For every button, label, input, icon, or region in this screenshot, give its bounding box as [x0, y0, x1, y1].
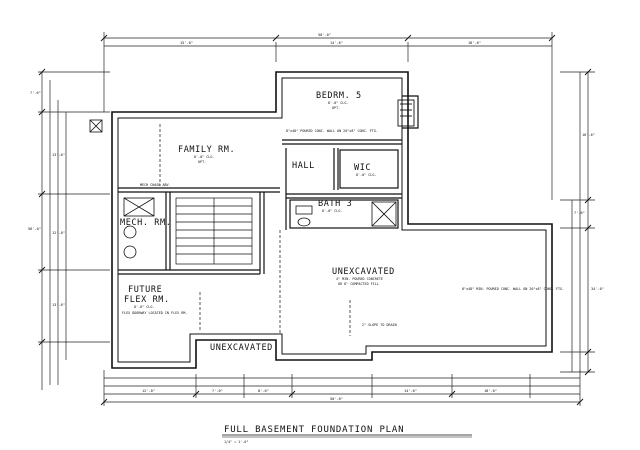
room-bedroom-5-ceiling: 8'-0" CLG. — [328, 101, 348, 105]
mechanical-equipment — [89, 119, 155, 259]
dim-bottom-e: 18'-0" — [484, 389, 497, 393]
dim-right-total: 34'-0" — [591, 287, 604, 291]
dimension-ticks — [38, 34, 592, 406]
room-bath-3: BATH 3 — [318, 199, 352, 209]
room-labels: BEDRM. 5 8'-0" CLG. OPT. FAMILY RM. 8'-0… — [120, 91, 564, 353]
drawing-title: FULL BASEMENT FOUNDATION PLAN — [224, 425, 404, 435]
dim-left-a: 7'-6" — [30, 91, 41, 95]
room-family-opt: OPT. — [198, 160, 206, 164]
dim-top-total: 50'-0" — [318, 33, 331, 37]
room-wic: WIC — [354, 163, 371, 173]
room-bedroom-5-opt: OPT. — [332, 106, 340, 110]
dim-bottom-a: 12'-0" — [142, 389, 155, 393]
dim-left-b: 13'-6" — [52, 153, 65, 157]
unexcavated-note-2: OR 6" COMPACTED FILL — [338, 282, 379, 286]
interior-walls — [118, 139, 402, 275]
wall-note: 8"x48" POURED CONC. WALL ON 20"x8" CONC.… — [286, 129, 378, 133]
slope-note: 2" SLOPE TO DRAIN — [362, 323, 397, 327]
room-hall: HALL — [292, 161, 315, 171]
dim-bottom-b: 7'-0" — [212, 389, 223, 393]
stair — [175, 197, 253, 265]
dim-right-b: 7'-6" — [574, 211, 585, 215]
room-bath-3-ceiling: 8'-0" CLG. — [322, 209, 342, 213]
window-well — [397, 99, 415, 127]
dim-left-total: 56'-0" — [28, 227, 41, 231]
room-bedroom-5: BEDRM. 5 — [316, 91, 362, 101]
dim-bottom-d: 14'-6" — [404, 389, 417, 393]
room-future: FUTURE — [128, 285, 162, 295]
dim-right-a: 16'-6" — [582, 133, 595, 137]
dim-bottom-c: 8'-0" — [258, 389, 269, 393]
drawing-scale: 1/4" = 1'-0" — [224, 440, 249, 444]
room-mech: MECH. RM. — [120, 218, 171, 228]
dim-left-c: 12'-0" — [52, 231, 65, 235]
foundation-walls — [111, 71, 553, 369]
room-family: FAMILY RM. — [178, 145, 235, 155]
room-family-ceiling: 8'-0" CLG. — [194, 155, 214, 159]
dim-top-left: 15'-0" — [180, 41, 193, 45]
dim-left-d: 13'-6" — [52, 303, 65, 307]
dimension-lines — [38, 32, 595, 406]
room-unexcavated: UNEXCAVATED — [332, 267, 395, 277]
room-unexcavated-small: UNEXCAVATED — [210, 343, 273, 353]
flex-note: FLEX DOORWAY LOCATED IN FLEX RM. — [122, 311, 187, 315]
dim-bottom-total: 50'-0" — [330, 397, 343, 401]
beam-line — [159, 124, 351, 336]
wall-note-right: 8"x48" MIN. POURED CONC. WALL ON 20"x8" … — [462, 287, 564, 291]
beam-note: MECH CHASE ABV. — [140, 183, 171, 187]
dim-top-right: 18'-6" — [468, 41, 481, 45]
bath-fixtures — [295, 201, 397, 227]
room-wic-ceiling: 8'-0" CLG. — [356, 173, 376, 177]
dimension-labels: 50'-0" 15'-0" 14'-6" 18'-6" 50'-0" 12'-0… — [28, 33, 604, 401]
dim-top-mid: 14'-6" — [330, 41, 343, 45]
unexcavated-note-1: 4" MIN. POURED CONCRETE — [336, 277, 383, 281]
title-block: FULL BASEMENT FOUNDATION PLAN 1/4" = 1'-… — [222, 425, 472, 444]
room-flex-ceiling: 8'-0" CLG. — [134, 305, 154, 309]
room-flex: FLEX RM. — [124, 295, 170, 305]
